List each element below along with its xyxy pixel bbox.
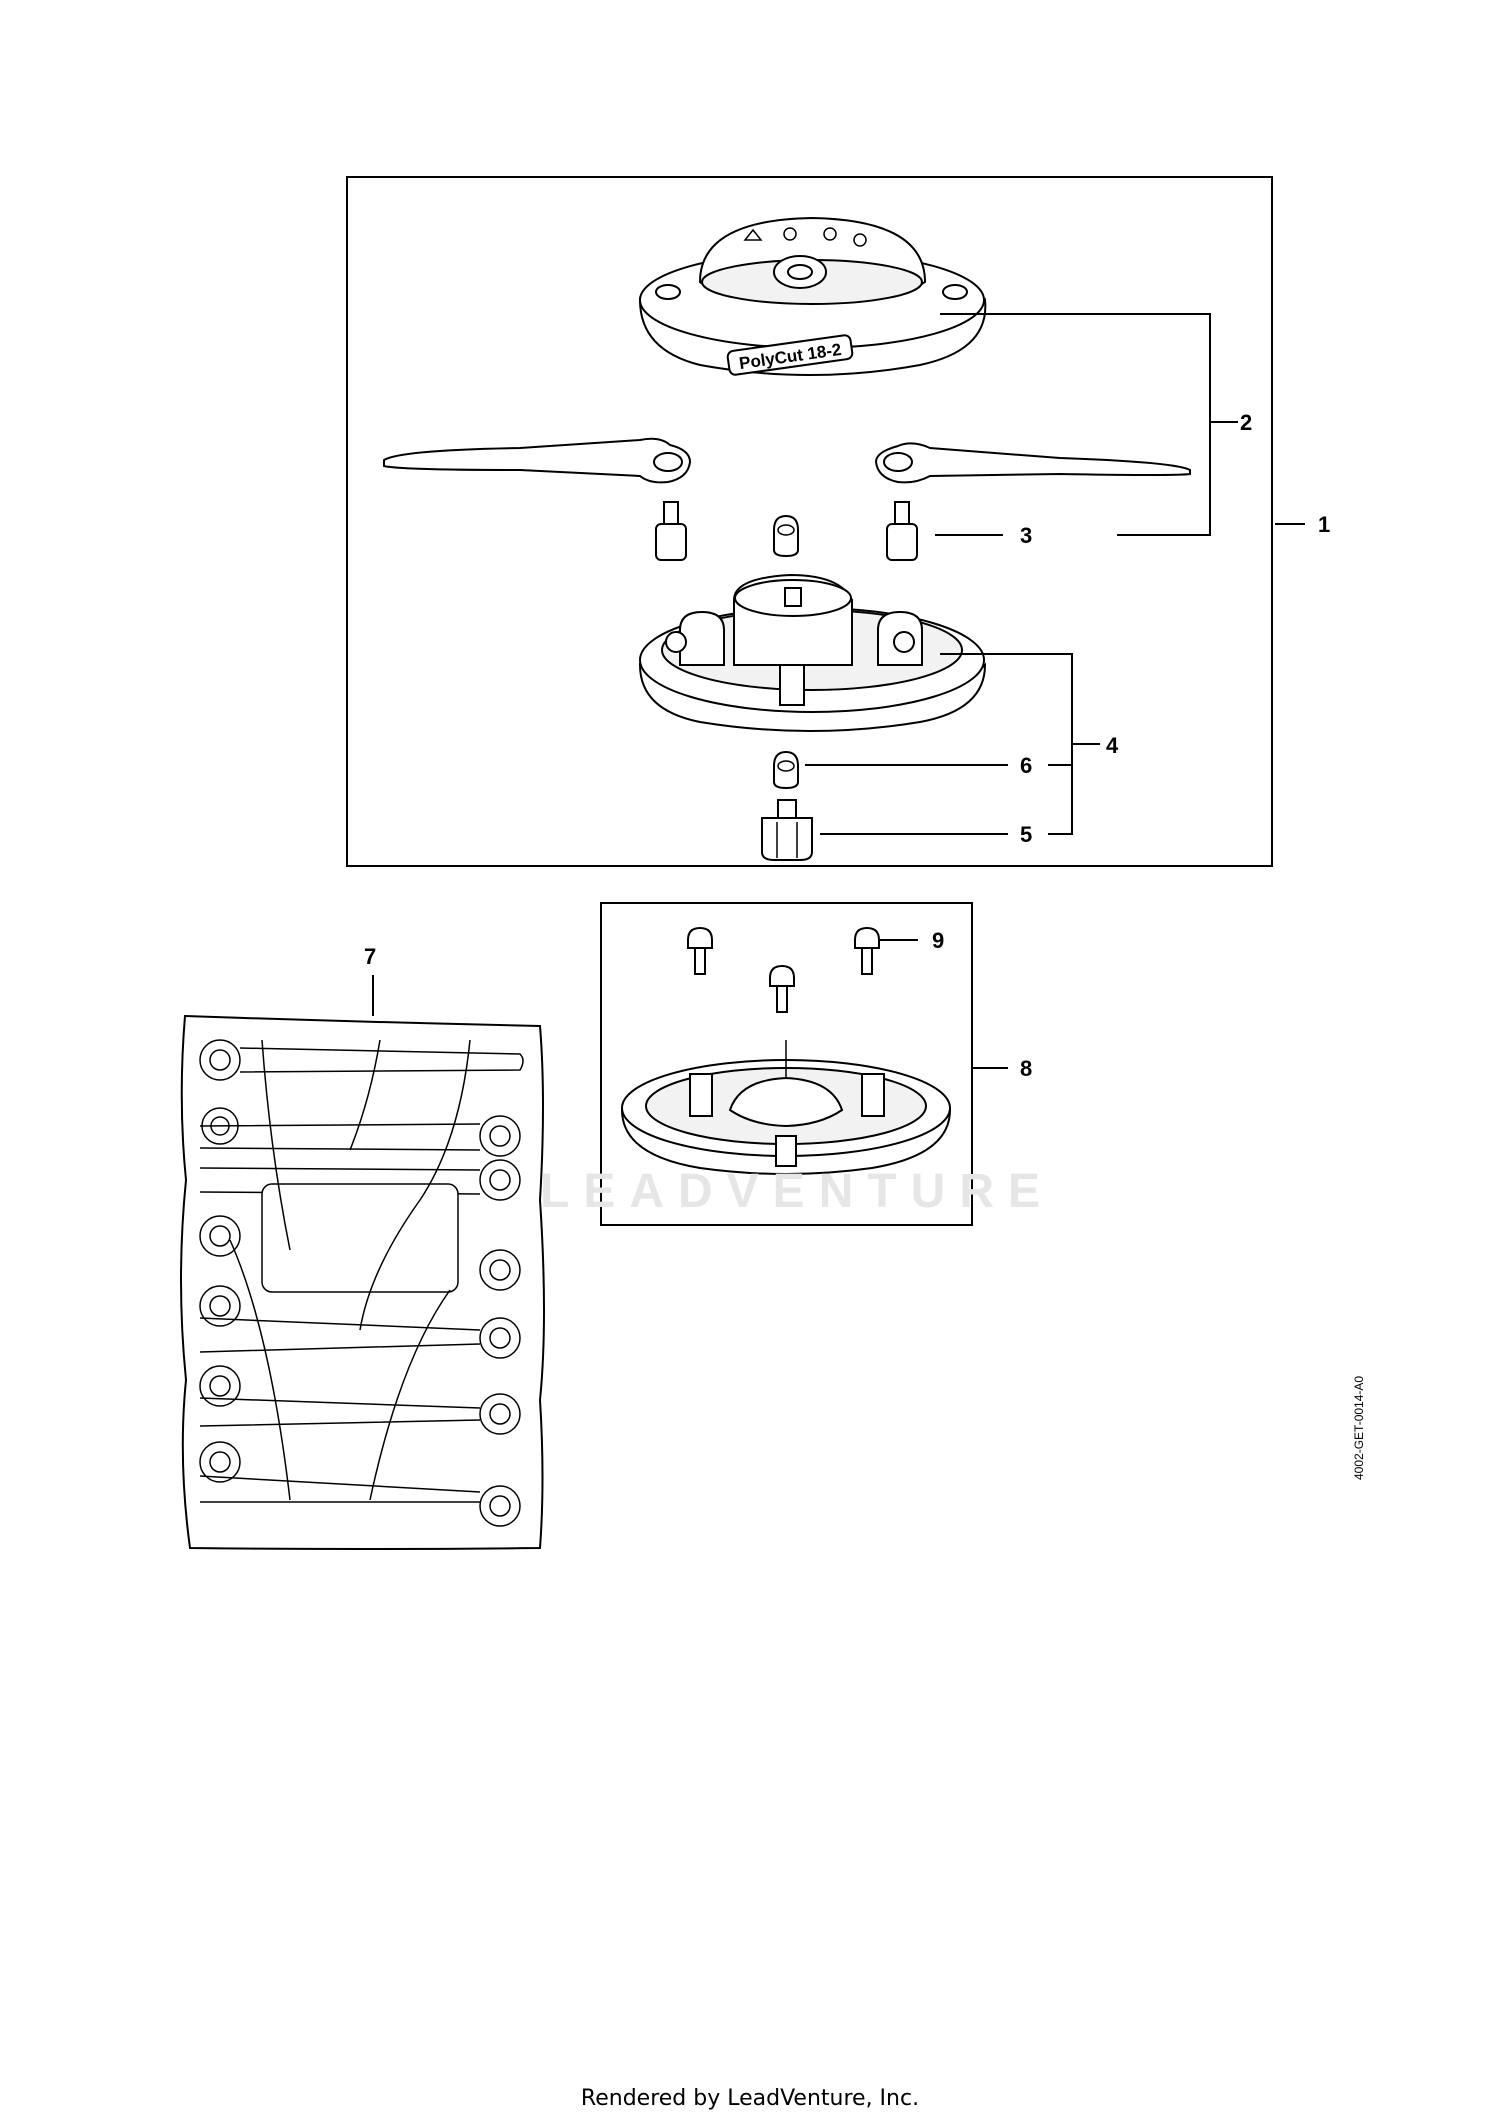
part-5-thrust-nut[interactable] [761,799,813,861]
callout-2: 2 [1240,410,1252,435]
part-2-cover[interactable]: PolyCut 18-2 [638,216,987,376]
part-9-screw-center[interactable] [769,964,795,1013]
document-id: 4002-GET-0014-A0 [1352,1375,1366,1480]
watermark-text: LEADVENTURE [540,1165,1055,1218]
part-7-blade-pack[interactable] [180,1014,545,1550]
callout-3: 3 [1020,523,1032,548]
part-8-frame [600,902,973,1226]
leader-lines-main [805,313,1305,835]
blade-right[interactable] [874,442,1191,484]
blade-left[interactable] [383,437,692,484]
part-9-screw-left[interactable] [687,926,713,975]
callout-6: 6 [1020,753,1032,778]
part-8-base-plate[interactable] [620,1040,952,1175]
part-4-base[interactable] [638,573,987,732]
assembly-frame [346,176,1273,867]
callout-7: 7 [364,944,376,969]
part-6-nut[interactable] [773,750,799,790]
callout-5: 5 [1020,822,1032,847]
part-3-sleeve-right[interactable] [886,501,918,561]
callout-1: 1 [1318,512,1330,537]
callout-4: 4 [1106,733,1119,758]
footer-credit: Rendered by LeadVenture, Inc. [580,2086,920,2111]
callout-8: 8 [1020,1056,1032,1081]
part-3-sleeve-left[interactable] [655,501,687,561]
callout-9: 9 [932,928,944,953]
part-9-screw-right[interactable] [854,926,880,975]
part-6-nut-top[interactable] [773,514,799,558]
